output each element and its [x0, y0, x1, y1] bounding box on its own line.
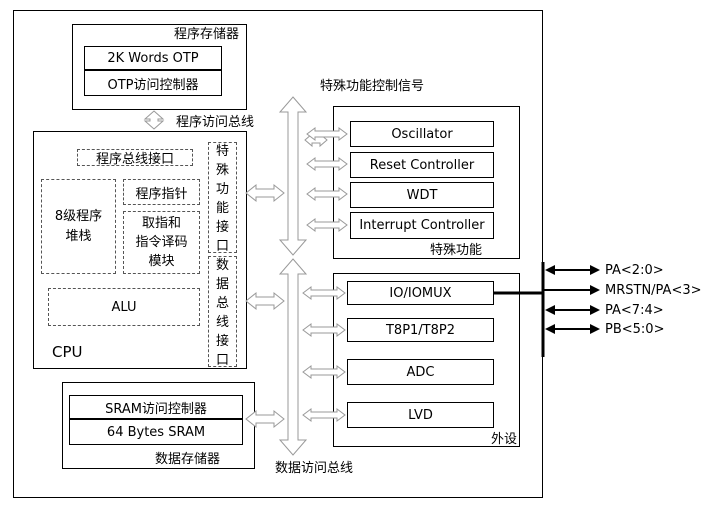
reset-controller: Reset Controller	[350, 152, 494, 178]
cpu-label: CPU	[52, 343, 83, 361]
data-bus-arrow	[278, 258, 308, 456]
fetch-decode-unit: 取指和 指令译码 模块	[123, 211, 200, 274]
alu-unit: ALU	[48, 288, 200, 326]
adc: ADC	[347, 359, 494, 385]
cpu-special-arrow	[245, 183, 285, 203]
program-bus-interface: 程序总线接口	[77, 149, 193, 167]
program-memory-title: 程序存储器	[174, 27, 240, 42]
sram-data-arrow	[245, 409, 285, 429]
program-counter: 程序指针	[123, 179, 200, 205]
program-bus-arrow	[143, 110, 165, 130]
peripheral-item-arrows	[302, 286, 346, 422]
pin-mrstn-pa3: MRSTN/PA<3>	[605, 283, 702, 298]
pin-pa-2-0: PA<2:0>	[605, 263, 664, 278]
timer-t8p1-t8p2: T8P1/T8P2	[347, 318, 494, 342]
wdt: WDT	[350, 182, 494, 208]
interrupt-controller: Interrupt Controller	[350, 212, 494, 239]
special-function-interface-label: 特 殊 功 能 接 口	[215, 144, 229, 254]
special-function-interface	[208, 142, 237, 253]
pin-arrows	[543, 269, 595, 330]
program-bus-label: 程序访问总线	[176, 115, 255, 130]
cpu-data-arrow	[245, 291, 285, 311]
cpu-block	[33, 131, 247, 369]
data-bus-interface-label: 数 据 总 线 接 口	[215, 258, 229, 368]
data-bus-interface	[208, 256, 237, 367]
oscillator: Oscillator	[350, 121, 494, 147]
fetch-decode-label: 取指和 指令译码 模块	[135, 216, 188, 269]
otp-access-controller: OTP访问控制器	[84, 70, 222, 96]
pin-pa-7-4: PA<7:4>	[605, 303, 664, 318]
pin-pb-5-0: PB<5:0>	[605, 322, 665, 337]
program-stack-label: 8级程序 堆栈	[54, 208, 103, 244]
special-signal-label: 特殊功能控制信号	[320, 79, 425, 94]
program-stack: 8级程序 堆栈	[41, 179, 116, 274]
pin-arrowheads	[545, 265, 600, 334]
data-bus-label: 数据访问总线	[275, 461, 354, 476]
sram-access-controller: SRAM访问控制器	[69, 395, 243, 419]
sram-memory: 64 Bytes SRAM	[69, 419, 243, 445]
otp-memory: 2K Words OTP	[84, 46, 222, 70]
special-item-arrows	[306, 127, 348, 232]
peripherals-title: 外设	[491, 432, 518, 447]
io-iomux: IO/IOMUX	[347, 281, 494, 305]
lvd: LVD	[347, 402, 494, 428]
program-counter-label: 程序指针	[135, 186, 188, 202]
program-bus-interface-label: 程序总线接口	[95, 152, 174, 167]
special-signal-bus-arrow	[278, 96, 308, 256]
special-function-title: 特殊功能	[430, 243, 483, 258]
alu-label: ALU	[111, 299, 137, 315]
data-memory-title: 数据存储器	[155, 452, 221, 467]
